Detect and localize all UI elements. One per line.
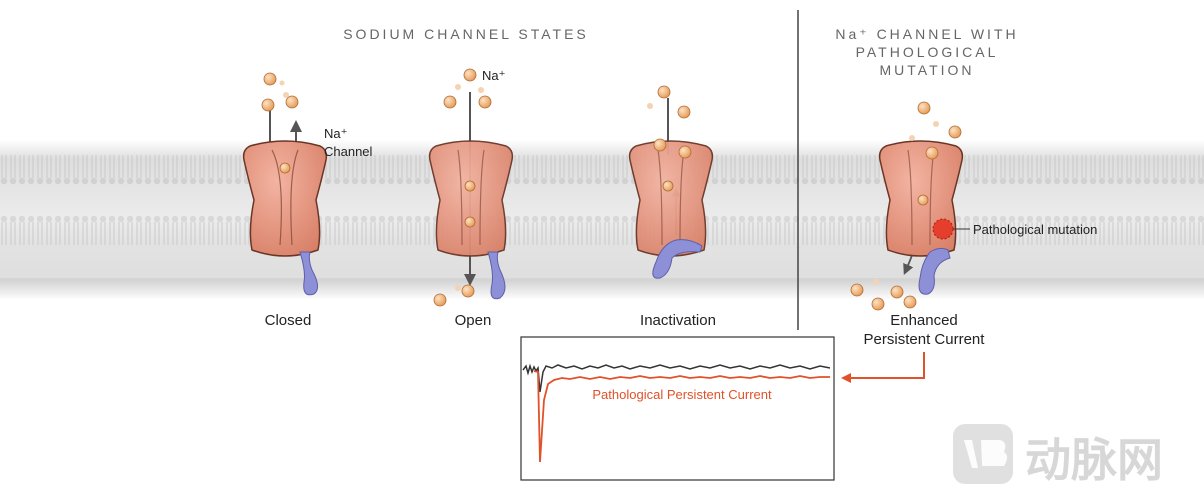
- watermark: 动脉网: [953, 424, 1163, 487]
- current-trace-panel: Pathological Persistent Current: [520, 336, 835, 481]
- section-title-mutation-line1: Na⁺ CHANNEL WITH: [835, 26, 1018, 42]
- closed-label: Closed: [265, 312, 312, 329]
- watermark-logo-icon: [953, 424, 1013, 484]
- pathological-mutation-label: Pathological mutation: [973, 222, 1097, 237]
- section-title-mutation-line2: PATHOLOGICAL: [856, 44, 999, 60]
- na-channel-label-line1: Na⁺: [324, 126, 347, 141]
- watermark-text: 动脉网: [1025, 433, 1163, 487]
- cell-membrane: [0, 140, 1204, 300]
- section-title-states: SODIUM CHANNEL STATES: [343, 26, 589, 42]
- open-label: Open: [455, 312, 492, 329]
- trace-normal: [522, 363, 831, 393]
- channel-mutated: [850, 101, 970, 311]
- trace-label: Pathological Persistent Current: [592, 387, 772, 402]
- inactivation-label: Inactivation: [640, 312, 716, 329]
- enhanced-label-line2: Persistent Current: [864, 331, 986, 348]
- na-channel-label-line2: Channel: [324, 144, 373, 159]
- channel-inactivation: [628, 85, 714, 279]
- channel-closed: [242, 72, 328, 296]
- enhanced-label-line1: Enhanced: [890, 312, 958, 329]
- na-plus-label: Na⁺: [482, 68, 505, 83]
- section-title-mutation-line3: MUTATION: [879, 62, 974, 78]
- channel-open: [428, 68, 514, 307]
- trace-pathological: [533, 370, 830, 463]
- connector-arrow: [841, 352, 925, 383]
